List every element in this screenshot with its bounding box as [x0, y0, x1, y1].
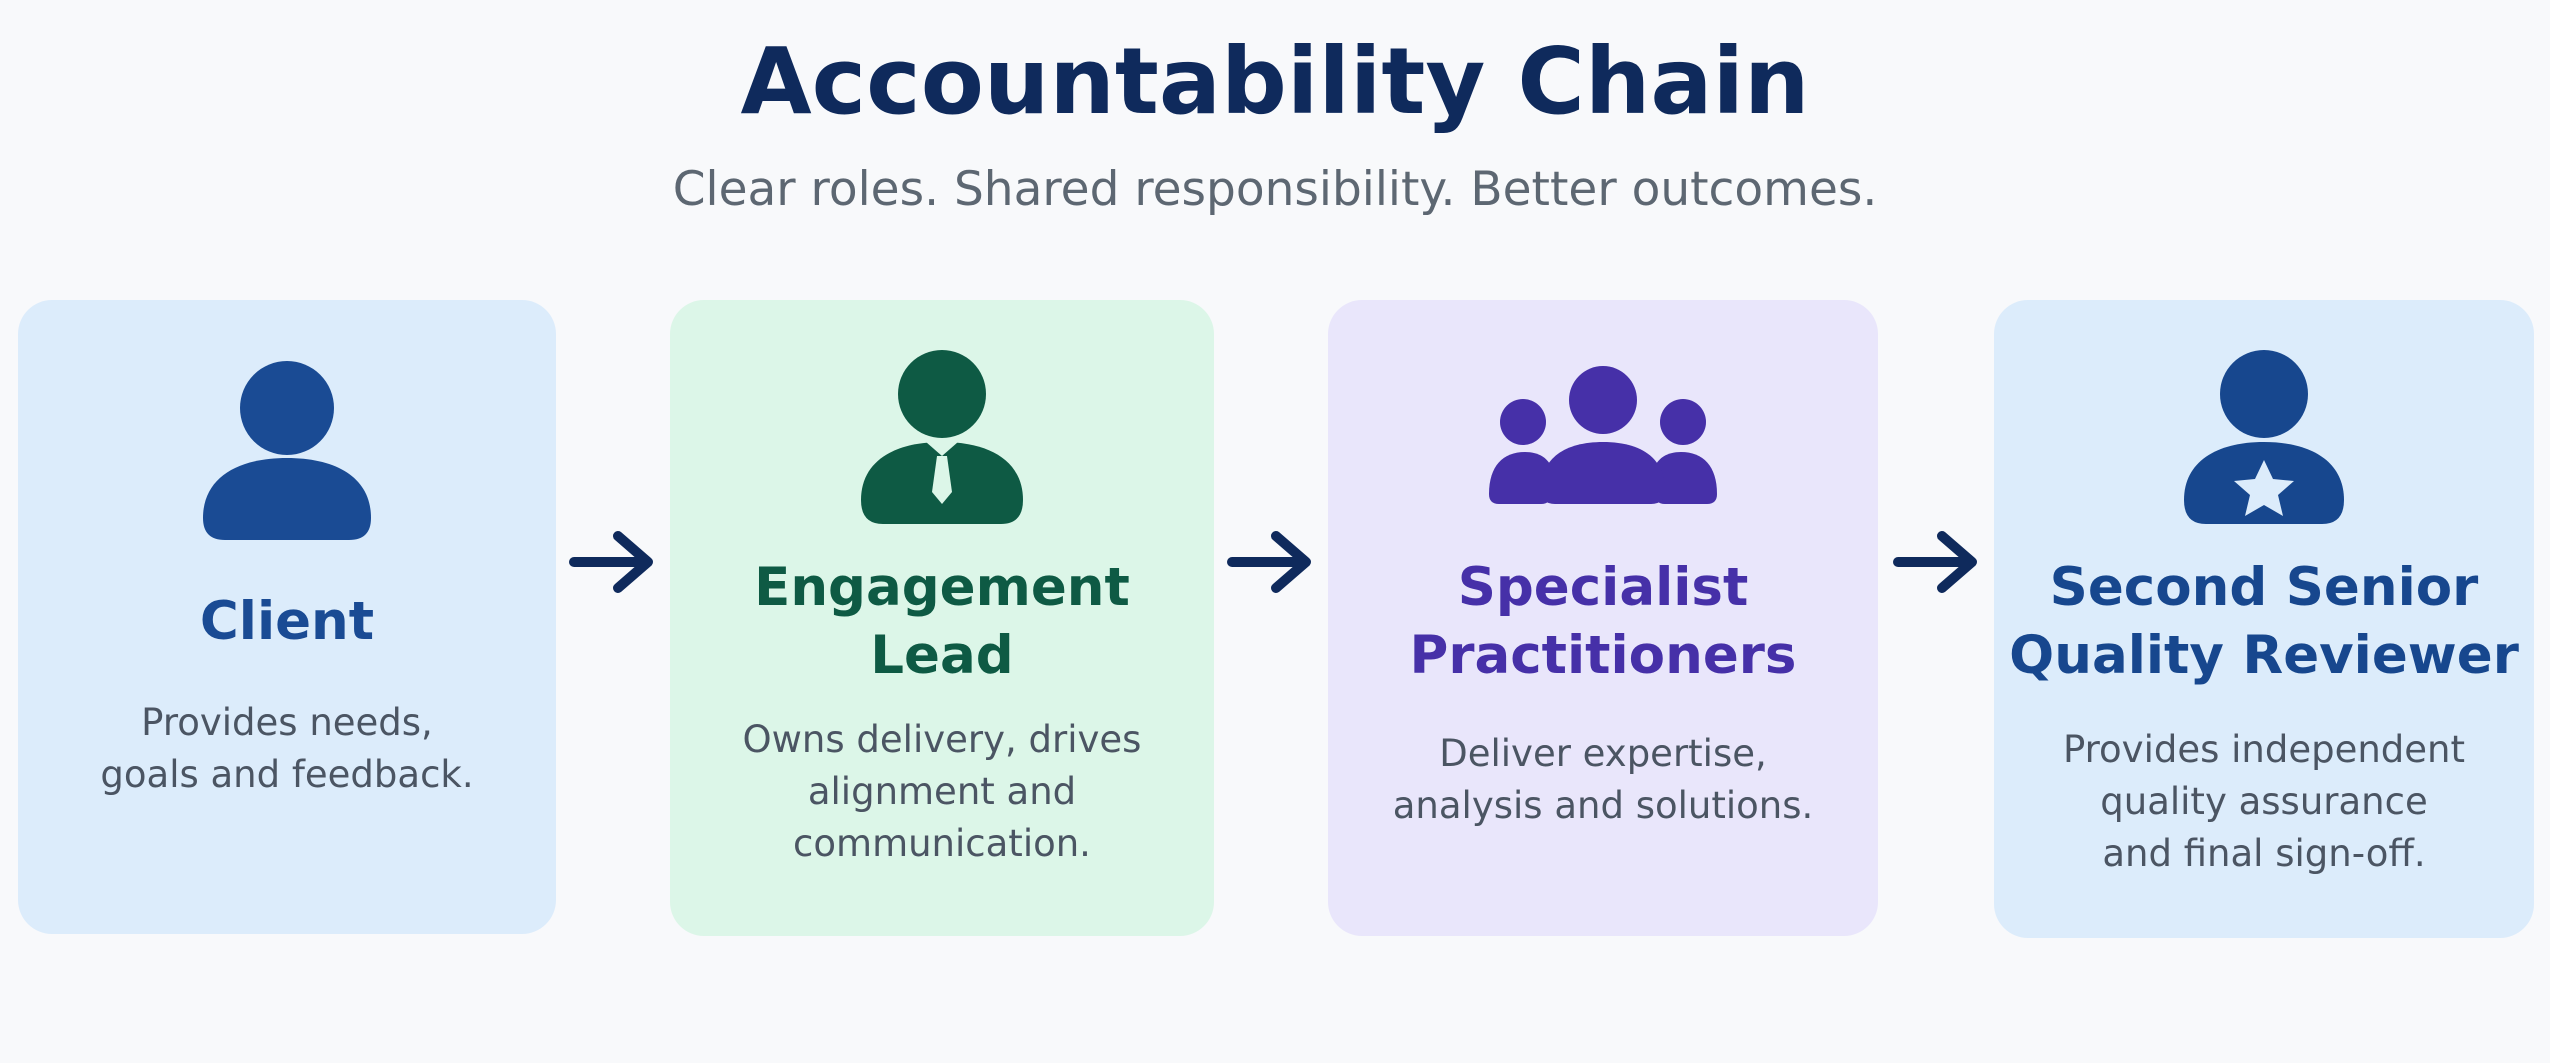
group-icon [1489, 366, 1717, 504]
card-quality-reviewer: Second Senior Quality Reviewer Provides … [1994, 300, 2534, 938]
card-role-line: Practitioners [1409, 625, 1797, 686]
card-description: Provides needs, goals and feedback. [100, 701, 474, 796]
card-specialist-practitioners: Specialist Practitioners Deliver experti… [1328, 300, 1878, 936]
person-icon [203, 361, 371, 540]
card-description: Deliver expertise, analysis and solution… [1392, 732, 1814, 827]
arrow-right-icon [1226, 528, 1316, 600]
card-engagement-lead: Engagement Lead Owns delivery, drives al… [670, 300, 1214, 936]
card-role-line: Client [199, 591, 375, 652]
person-with-tie-icon [861, 350, 1023, 524]
card-role: Specialist Practitioners [1328, 554, 1878, 690]
card-role: Second Senior Quality Reviewer [1994, 554, 2534, 690]
arrow-right-icon [568, 528, 658, 600]
card-description: Owns delivery, drives alignment and comm… [742, 718, 1142, 865]
page-title: Accountability Chain [740, 28, 1810, 135]
arrow-right-icon [1892, 528, 1982, 600]
card-role-line: Second Senior [2049, 557, 2479, 618]
person-with-star-icon [2184, 350, 2344, 524]
card-description: Provides independent quality assurance a… [2062, 728, 2466, 875]
card-role-line: Engagement [754, 557, 1130, 618]
card-role-line: Quality Reviewer [2009, 625, 2519, 686]
card-role-line: Lead [870, 625, 1014, 686]
card-role: Client [18, 588, 556, 656]
card-role: Engagement Lead [670, 554, 1214, 690]
card-role-line: Specialist [1457, 557, 1749, 618]
page-subtitle: Clear roles. Shared responsibility. Bett… [672, 162, 1878, 217]
card-client: Client Provides needs, goals and feedbac… [18, 300, 556, 934]
